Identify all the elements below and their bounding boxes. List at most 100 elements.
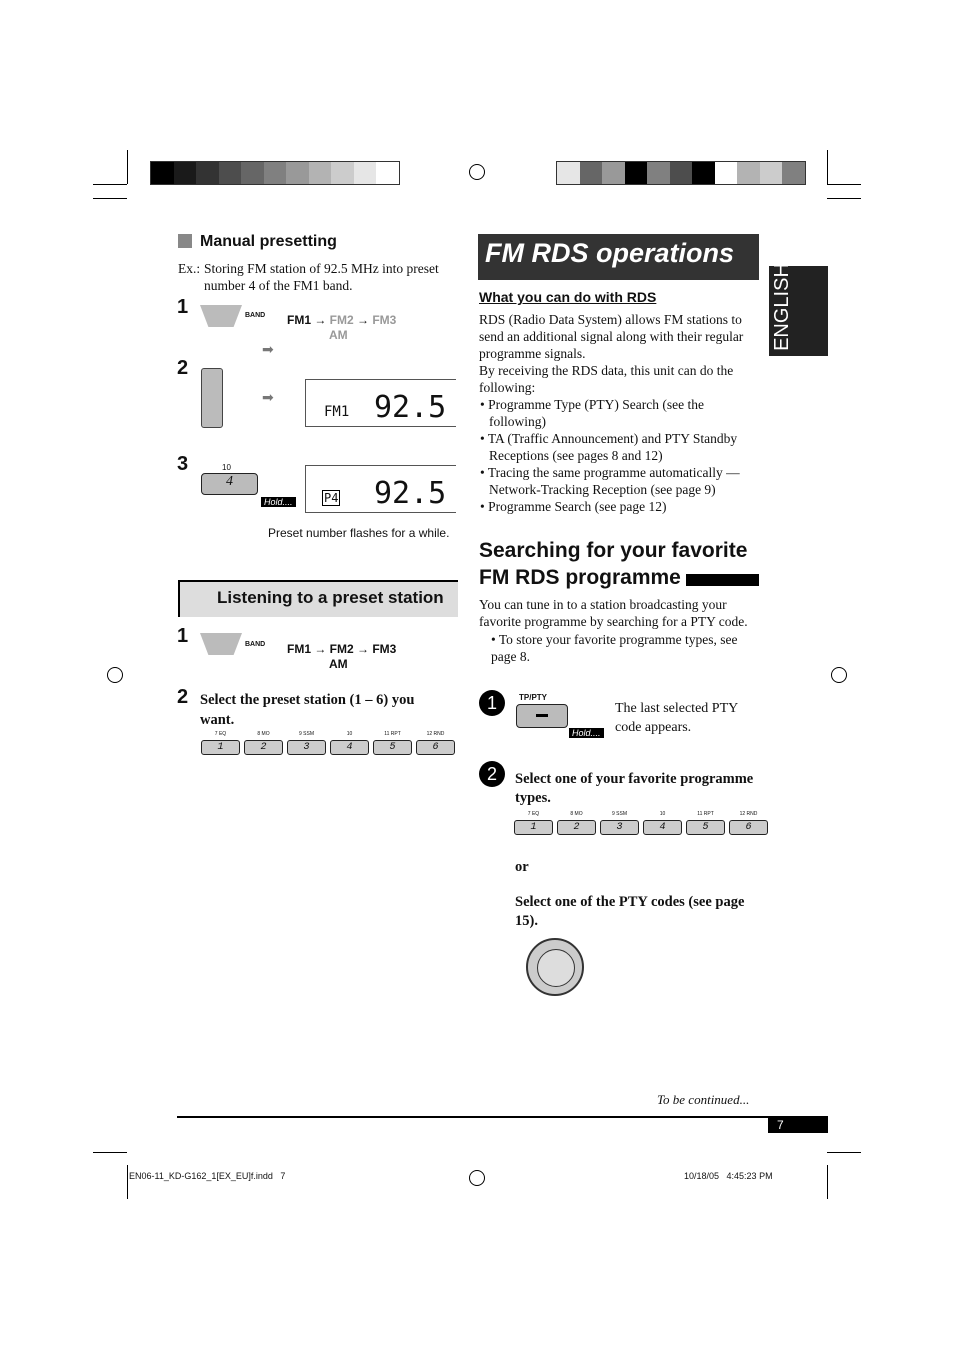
color-swatch [557, 162, 580, 184]
step-circle: 2 [479, 761, 505, 787]
preset-button-number: 5 [389, 742, 396, 753]
bullet-text: Programme Type (PTY) Search (see the fol… [488, 397, 704, 429]
crop-mark [827, 1165, 828, 1199]
band-fm1: FM1 [287, 642, 311, 656]
preset-button-label: 10 [659, 811, 666, 817]
bullet: • To store your favorite programme types… [491, 632, 738, 664]
crop-mark [827, 1152, 861, 1153]
crop-mark [93, 184, 127, 185]
crop-mark [93, 1152, 127, 1153]
page-number: 7 [768, 1118, 828, 1133]
example-text: Storing FM station of 92.5 MHz into pres… [204, 261, 439, 293]
arrow-right-icon: ➡ [262, 343, 274, 358]
color-swatch [286, 162, 309, 184]
preset-button-number: 6 [745, 822, 752, 833]
continued-note: To be continued... [657, 1092, 750, 1107]
band-cycle: FM1 → FM2 → FM3 [287, 642, 397, 656]
display-preset: P4 [322, 490, 341, 506]
bullet-text: To store your favorite programme types, … [491, 632, 738, 664]
language-label: ENGLISH [771, 263, 793, 351]
band-fm2: FM2 [329, 642, 354, 656]
preset-button-label: 7 EQ [214, 731, 227, 737]
step-number: 1 [177, 296, 189, 318]
color-swatch [759, 162, 782, 184]
registration-mark-icon [469, 164, 485, 180]
lcd-display: P4 92.5 [305, 465, 456, 513]
example-prefix: Ex.: [178, 261, 201, 276]
step-number: 2 [177, 686, 189, 708]
preset-button-label: 8 MO [570, 811, 583, 817]
heading-line-row: FM RDS programme [479, 564, 759, 591]
display-band: FM1 [324, 404, 350, 420]
tp-pty-label: TP/PTY [519, 693, 548, 702]
color-swatch [241, 162, 264, 184]
control-dial-icon [526, 938, 584, 996]
color-swatch [602, 162, 625, 184]
color-swatch [782, 162, 805, 184]
preset-button-number: 3 [303, 742, 310, 753]
preset-button-label: 12 RND [426, 731, 445, 737]
color-swatch [579, 162, 602, 184]
bullet-text: Tracing the same programme automatically… [487, 465, 740, 497]
crop-mark [127, 150, 128, 184]
preset-button-label: 9 SSM [298, 731, 314, 737]
color-swatch [737, 162, 760, 184]
preset-button-label: 10 [346, 731, 353, 737]
or-label: or [515, 859, 529, 875]
search-heading: Searching for your favorite FM RDS progr… [479, 537, 759, 591]
crop-mark [93, 198, 127, 199]
band-label: BAND [245, 641, 266, 648]
step-text: Select one of the PTY codes (see page 15… [515, 894, 745, 929]
color-swatch [714, 162, 737, 184]
button-top-label: 10 [222, 463, 231, 472]
bullet-item: • TA (Traffic Announcement) and PTY Stan… [480, 431, 738, 463]
heading-line: FM RDS programme [479, 566, 681, 589]
listening-heading-box [178, 580, 458, 617]
registration-mark-icon [469, 1170, 485, 1186]
hold-label: Hold.... [569, 728, 604, 738]
color-swatch [173, 162, 196, 184]
color-bar-left [150, 161, 400, 185]
preset-button-4: 4 [201, 473, 258, 495]
paragraph: RDS (Radio Data System) allows FM statio… [479, 312, 744, 361]
preset-button: 9 SSM 3 [287, 731, 326, 755]
registration-mark-icon [831, 667, 847, 683]
color-swatch [196, 162, 219, 184]
band-cycle: FM1 → FM2 → FM3 [287, 313, 397, 327]
color-swatch [353, 162, 376, 184]
listening-heading: Listening to a preset station [217, 588, 444, 607]
paragraph: You can tune in to a station broadcastin… [479, 597, 748, 629]
paragraph: By receiving the RDS data, this unit can… [479, 363, 734, 395]
bullet-text: TA (Traffic Announcement) and PTY Standb… [487, 431, 738, 463]
crop-mark [827, 198, 861, 199]
color-swatch [647, 162, 670, 184]
heading-line: Searching for your favorite [479, 539, 748, 562]
band-label: BAND [245, 312, 266, 319]
color-swatch [376, 162, 399, 184]
preset-button-number: 5 [702, 822, 709, 833]
lcd-display: FM1 92.5 [305, 379, 456, 427]
arrow-right-icon: ➡ [262, 391, 274, 406]
page-title: FM RDS operations [485, 238, 735, 268]
step-circle: 1 [479, 690, 505, 716]
what-body: RDS (Radio Data System) allows FM statio… [479, 311, 754, 515]
band-fm3: FM3 [372, 642, 397, 656]
print-date: 10/18/05 4:45:23 PM [684, 1171, 773, 1181]
step-number: 2 [177, 357, 189, 379]
file-slug: EN06-11_KD-G162_1[EX_EU]f.indd 7 [129, 1171, 286, 1181]
band-fm1: FM1 [287, 313, 311, 327]
step-text: Select the preset station (1 – 6) you wa… [200, 692, 415, 728]
